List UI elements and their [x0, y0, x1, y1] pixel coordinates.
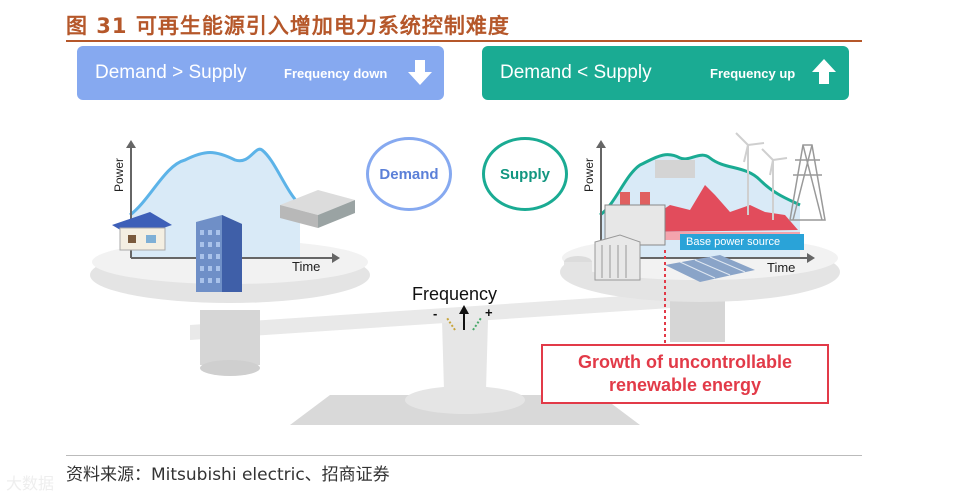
frequency-down-label: Frequency down [284, 65, 388, 81]
demand-gt-supply-banner: Demand > Supply Frequency down [77, 46, 444, 100]
source-note: 资料来源：Mitsubishi electric、招商证券 [66, 465, 390, 485]
house-icon [112, 212, 172, 251]
renewable-area [640, 185, 798, 232]
left-time-axis-label: Time [292, 259, 321, 274]
banner-left-text: Demand > Supply [95, 62, 247, 83]
frequency-plus: + [485, 305, 493, 320]
solar-panel-icon [665, 255, 755, 282]
supply-bubble: Supply [482, 137, 568, 211]
base-power-source-label: Base power source [680, 234, 804, 250]
storage-building-icon [564, 234, 641, 281]
title-rule [66, 40, 862, 42]
transmission-tower-icon [789, 144, 826, 221]
watermark: 大数据 [6, 476, 55, 493]
right-power-axis-label: Power [582, 157, 596, 192]
frequency-minus: - [433, 306, 438, 321]
demand-lt-supply-banner: Demand < Supply Frequency up [482, 46, 849, 100]
factory-icon [280, 190, 355, 228]
frequency-up-label: Frequency up [710, 65, 796, 81]
left-power-axis-label: Power [112, 157, 126, 192]
substation-icon [655, 160, 695, 178]
scale-beam [190, 290, 715, 340]
source-rule [66, 455, 862, 456]
scale-post [442, 320, 488, 390]
wind-turbine-icon [735, 132, 788, 220]
figure-title: 图 31 可再生能源引入增加电力系统控制难度 [66, 14, 510, 38]
frequency-arrow-icon [446, 305, 482, 331]
office-building-icon [196, 215, 242, 292]
growth-callout: Growth of uncontrollable renewable energ… [541, 344, 829, 404]
frequency-label: Frequency [412, 284, 498, 304]
right-time-axis-label: Time [767, 260, 796, 275]
demand-bubble: Demand [366, 137, 452, 211]
growth-line-1: Growth of uncontrollable [578, 352, 792, 372]
arrow-down-icon [408, 60, 432, 85]
banner-right-text: Demand < Supply [500, 62, 652, 83]
growth-line-2: renewable energy [608, 375, 762, 395]
arrow-up-icon [812, 59, 836, 84]
